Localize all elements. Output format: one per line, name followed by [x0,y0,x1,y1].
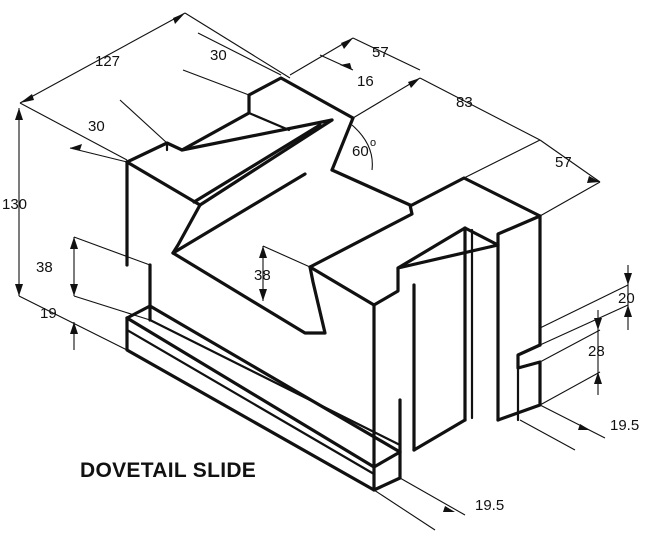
dovetail-back-edge [330,168,412,207]
dim-127: 127 [95,53,120,70]
dim-57-right: 57 [555,154,572,171]
dovetail-left-flank [198,118,334,207]
dim-38-mid: 38 [254,267,271,284]
dovetail-floor-back-edge [171,172,307,255]
dimension-labels: 127 30 57 16 83 30 60 o 57 130 38 38 19 … [2,44,639,514]
dim-83: 83 [456,94,473,111]
dimension-lines [15,12,632,531]
dim-degree: o [370,137,376,149]
dim-30-left: 30 [88,118,105,135]
dovetail-left-ridge [192,123,322,204]
right-block-top-face [308,176,542,307]
left-block-top-inner-edge [180,118,334,152]
dovetail-slot-floor [171,203,414,335]
dim-130: 130 [2,196,27,213]
dim-38-left: 38 [36,259,53,276]
base-rail-groove [125,328,376,476]
left-block-step-edge [247,111,291,132]
left-block-top-face [125,76,355,172]
left-block-front-top-edge [125,160,202,255]
dim-60: 60 [352,143,369,160]
dim-20: 20 [618,290,635,307]
dim-57-top: 57 [372,44,389,61]
drawing-title: DOVETAIL SLIDE [80,459,256,482]
right-block-notch [496,343,542,422]
object-outline [125,76,542,492]
right-block-top-inner [396,243,500,270]
right-block-base-edge [412,418,467,452]
base-rail-groove-top [148,318,402,447]
dim-19: 19 [40,305,57,322]
dim-30-top: 30 [210,47,227,64]
dim-19-5-bottom: 19.5 [475,497,504,514]
dim-16: 16 [357,73,374,90]
dim-28: 28 [588,343,605,360]
dim-19-5-right: 19.5 [610,417,639,434]
